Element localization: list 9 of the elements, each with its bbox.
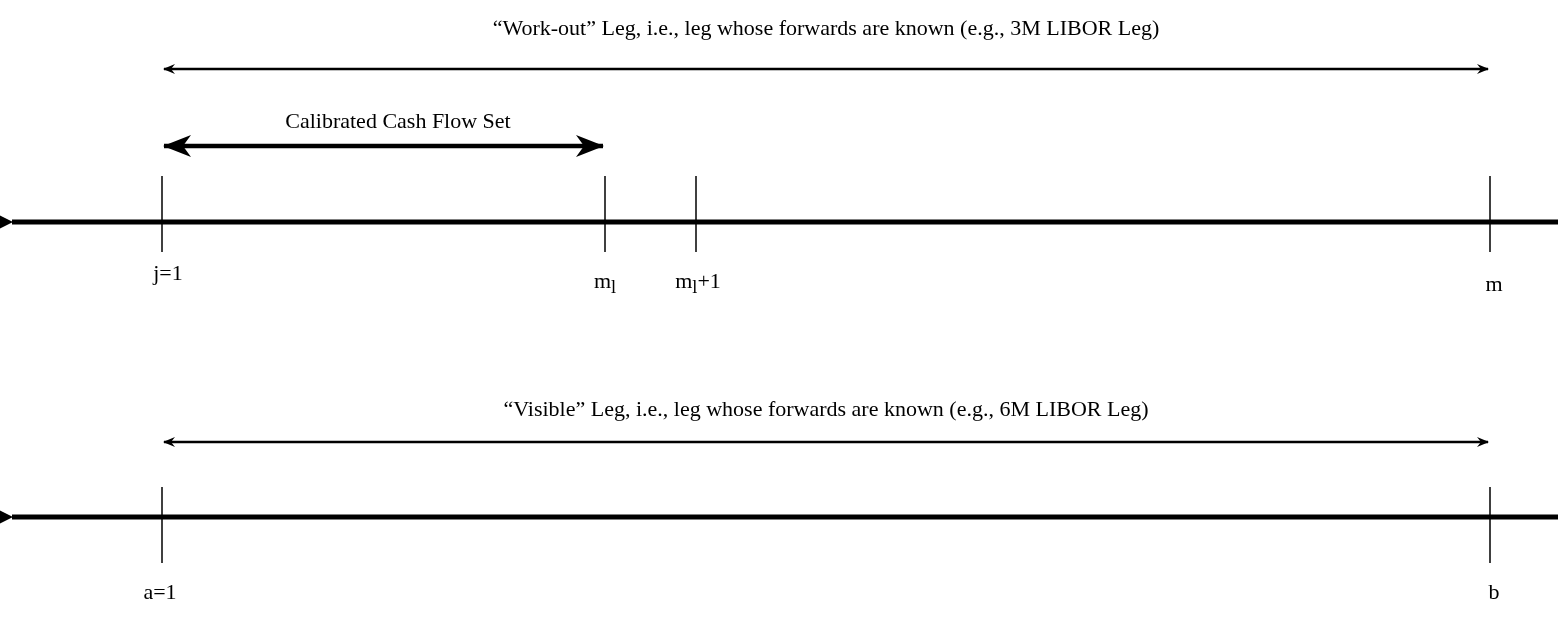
leg-description: “Visible” Leg, i.e., leg whose forwards are known (e.g., 6M LIBOR Leg) bbox=[503, 396, 1149, 422]
leg-description: “Work-out” Leg, i.e., leg whose forwards are known (e.g., 3M LIBOR Leg) bbox=[492, 15, 1160, 41]
span-label: Calibrated Cash Flow Set bbox=[285, 108, 511, 134]
tick-label: m$_{l}$ bbox=[593, 267, 617, 300]
tick-label: m bbox=[1485, 271, 1503, 297]
tick-label: j=1 bbox=[153, 260, 183, 286]
tick-label: b bbox=[1488, 579, 1500, 605]
tick-label: a=1 bbox=[143, 579, 177, 605]
tick-label: m$_{l}$+1 bbox=[675, 267, 721, 300]
